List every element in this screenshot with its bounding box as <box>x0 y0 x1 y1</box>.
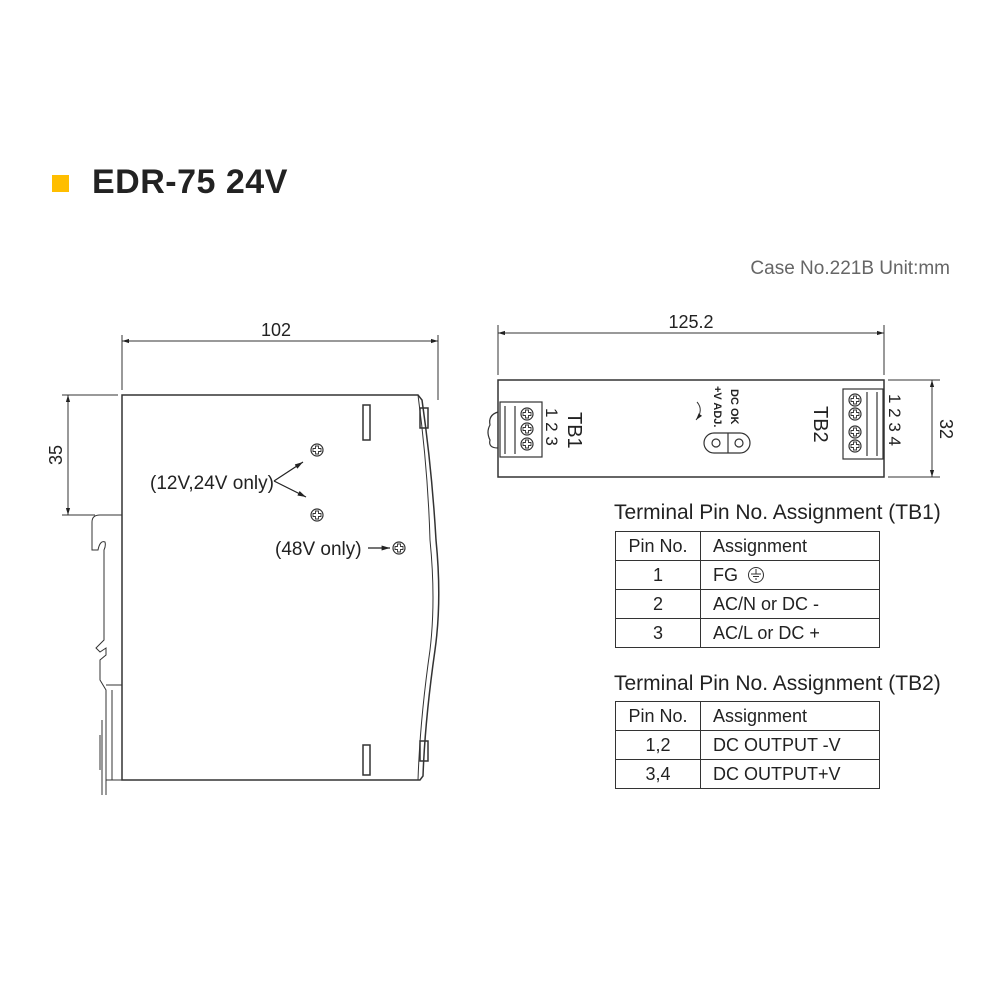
assignment-cell: AC/L or DC + <box>700 618 880 648</box>
table-row: 3 AC/L or DC + <box>615 618 880 648</box>
width-dimension <box>121 335 439 400</box>
case-top-outline <box>497 379 885 478</box>
mount-screw-icon <box>310 508 324 522</box>
title-bullet-icon <box>52 175 69 192</box>
table-row: 1,2 DC OUTPUT -V <box>615 730 880 760</box>
length-dim-label: 125.2 <box>668 312 713 332</box>
table-header-row: Pin No. Assignment <box>615 531 880 561</box>
tb1-terminal-block <box>487 401 543 458</box>
tb2-terminal-block <box>842 388 884 460</box>
table-row: 3,4 DC OUTPUT+V <box>615 759 880 789</box>
table-header-row: Pin No. Assignment <box>615 701 880 731</box>
height-dim-label: 32 <box>936 419 956 439</box>
side-view: 102 35 (12V,24V only) (48V <box>46 320 440 795</box>
dc-ok-label: DC OK <box>728 389 740 425</box>
mount-screw-icon <box>392 541 406 555</box>
header-assignment: Assignment <box>700 531 880 561</box>
pin-cell: 1 <box>615 560 701 590</box>
page-title: EDR-75 24V <box>92 163 288 201</box>
assignment-text: FG <box>713 564 738 585</box>
pin-cell: 3,4 <box>615 759 701 789</box>
header-assignment: Assignment <box>700 701 880 731</box>
table-row: 2 AC/N or DC - <box>615 589 880 619</box>
note-48v: (48V only) <box>275 539 362 560</box>
length-dimension <box>497 325 940 478</box>
adjust-arrow-icon <box>695 401 703 421</box>
tb1-pin-numbers: 1 2 3 <box>542 408 561 446</box>
tb2-pin-table: Pin No. Assignment 1,2 DC OUTPUT -V 3,4 … <box>615 701 880 789</box>
tb2-label: TB2 <box>809 406 831 443</box>
width-dim-label: 102 <box>261 320 291 340</box>
tb2-pin-numbers: 1 2 3 4 <box>885 394 904 446</box>
tb1-pin-table: Pin No. Assignment 1 FG 2 AC/N or DC - 3… <box>615 531 880 648</box>
rail-dimension <box>62 394 118 516</box>
header-pin: Pin No. <box>615 701 701 731</box>
assignment-cell: FG <box>700 560 880 590</box>
header-pin: Pin No. <box>615 531 701 561</box>
pin-cell: 3 <box>615 618 701 648</box>
note-12v-24v: (12V,24V only) <box>150 473 274 494</box>
pin-cell: 2 <box>615 589 701 619</box>
tb2-table-title: Terminal Pin No. Assignment (TB2) <box>614 672 941 695</box>
assignment-cell: AC/N or DC - <box>700 589 880 619</box>
case-outline <box>91 394 440 795</box>
pin-cell: 1,2 <box>615 730 701 760</box>
ground-symbol-icon <box>748 566 765 583</box>
tb1-table-title: Terminal Pin No. Assignment (TB1) <box>614 501 941 524</box>
top-view: 125.2 32 1 2 3 TB1 DC OK +V ADJ. TB2 1 2… <box>487 312 956 478</box>
led-and-potentiometer <box>703 432 751 454</box>
tb1-label: TB1 <box>563 412 585 449</box>
assignment-cell: DC OUTPUT+V <box>700 759 880 789</box>
table-row: 1 FG <box>615 560 880 590</box>
mount-screw-icon <box>310 443 324 457</box>
v-adj-label: +V ADJ. <box>711 386 723 427</box>
case-info: Case No.221B Unit:mm <box>750 258 950 279</box>
assignment-cell: DC OUTPUT -V <box>700 730 880 760</box>
note-arrows <box>273 461 390 551</box>
rail-dim-label: 35 <box>46 445 66 465</box>
